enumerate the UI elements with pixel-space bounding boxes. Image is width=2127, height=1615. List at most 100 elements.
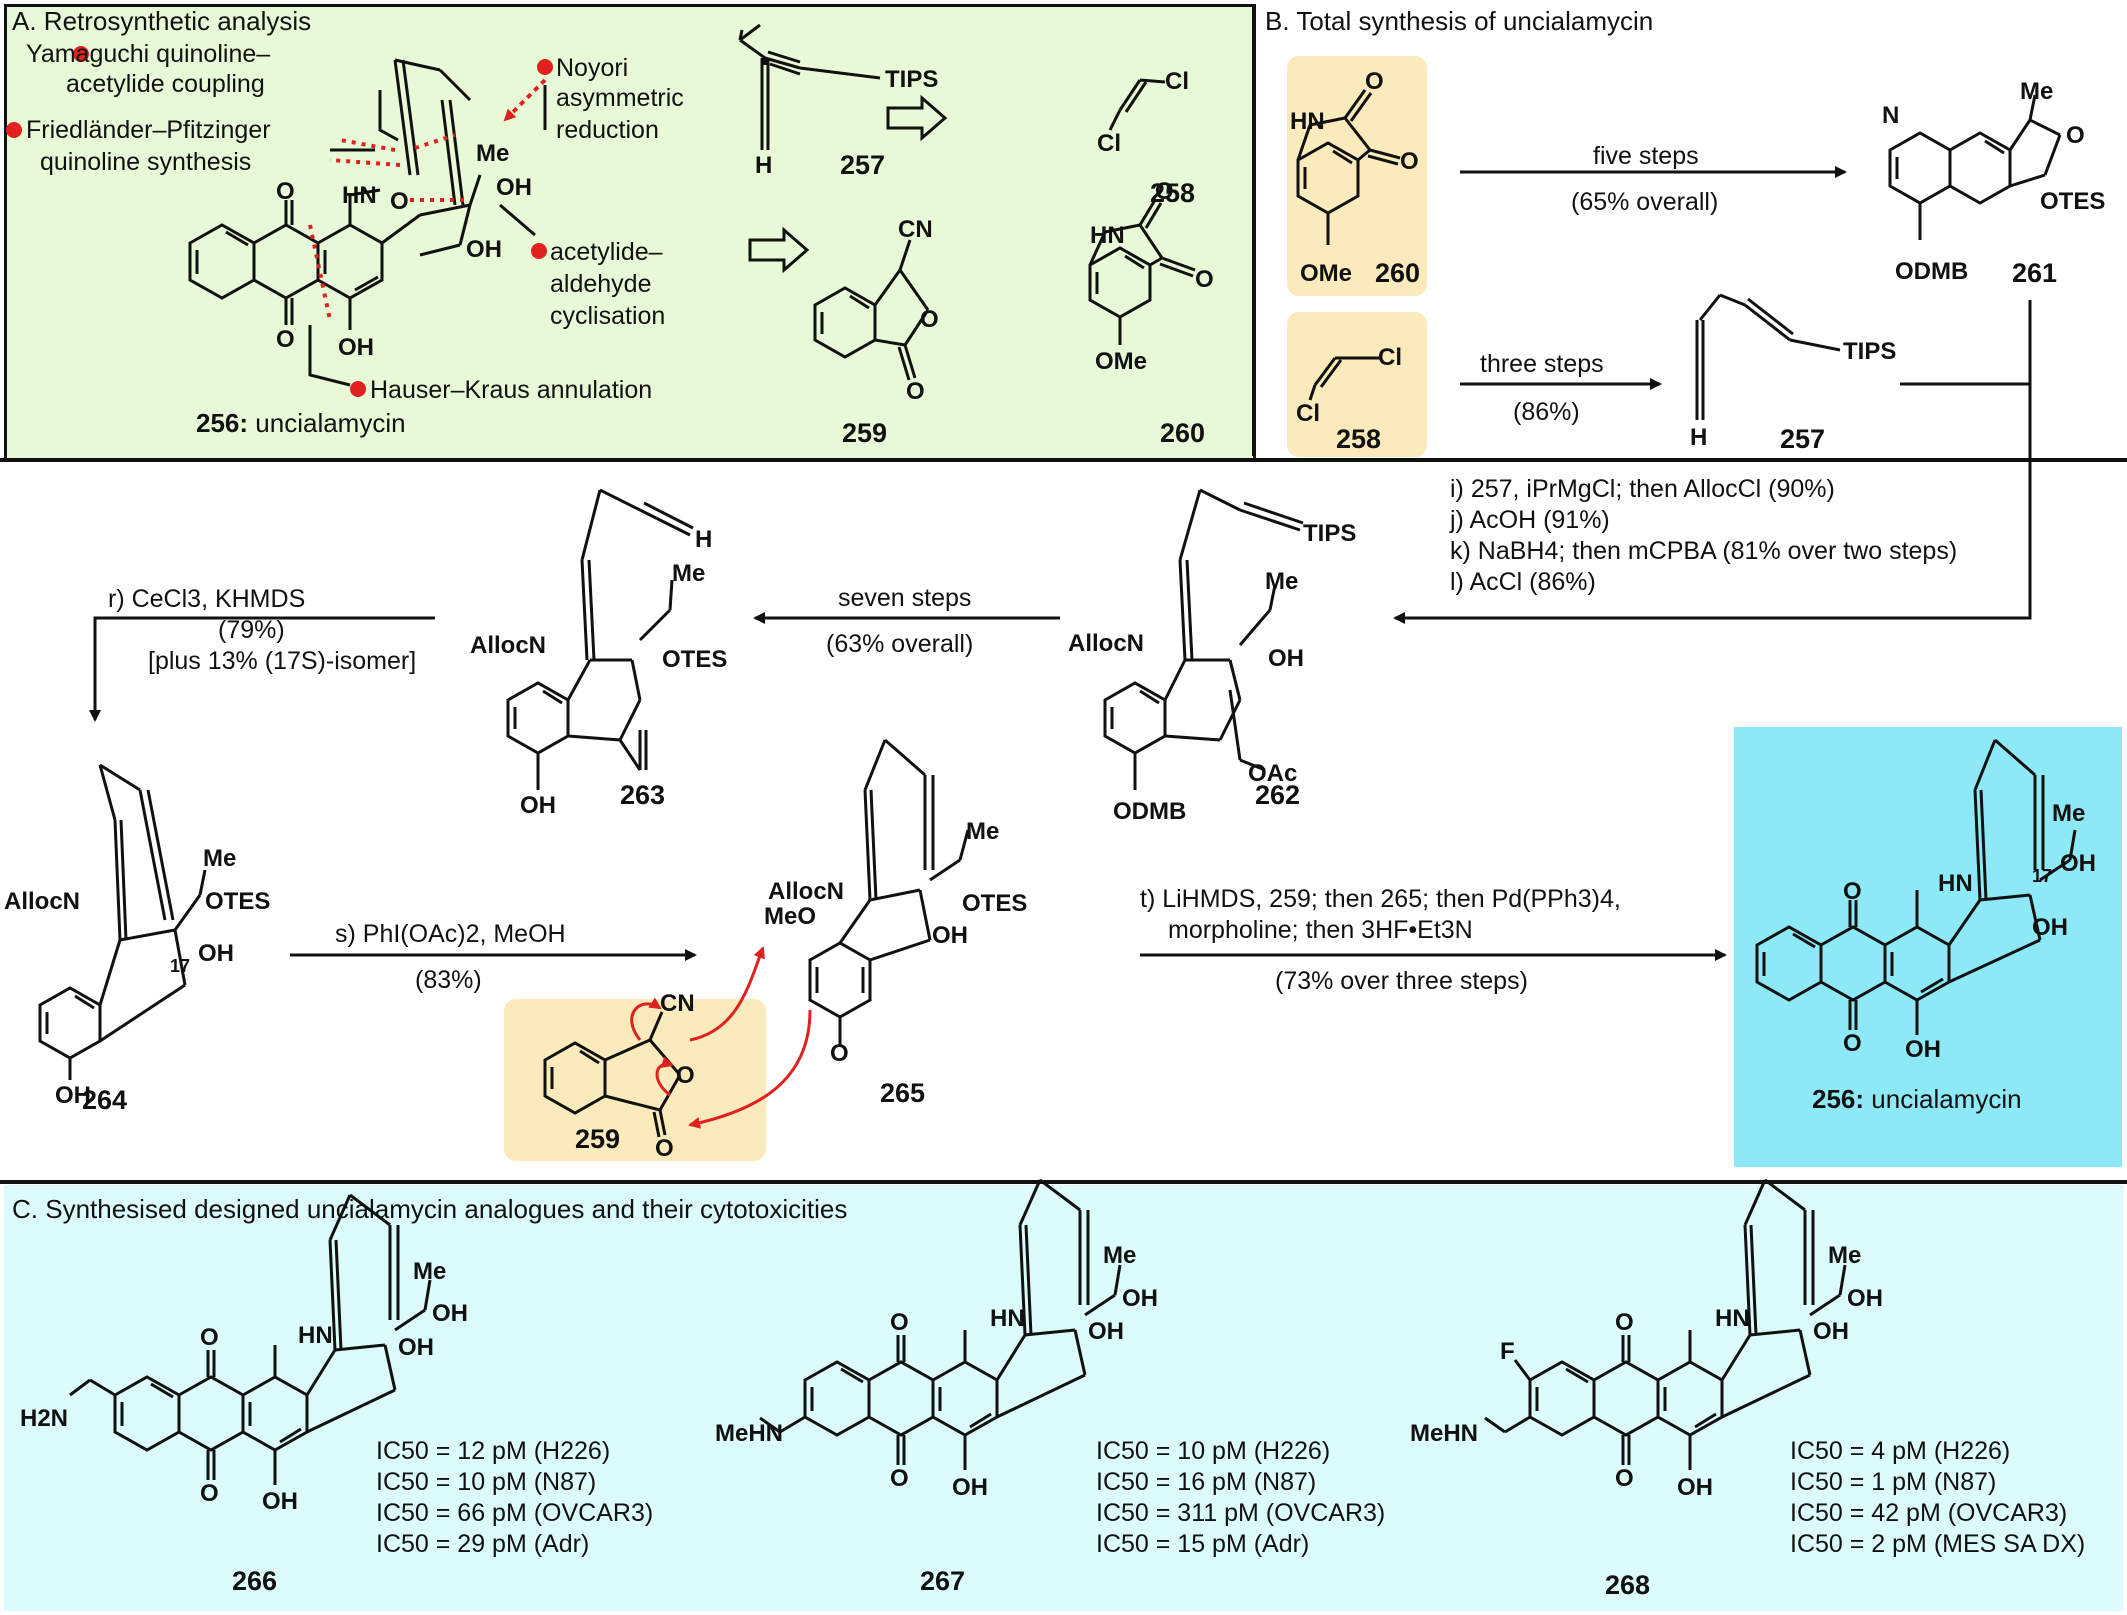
atom-oh-268b: OH [1813, 1318, 1849, 1345]
atom-me-265: Me [966, 818, 1000, 845]
cond-j: j) AcOH (91%) [1450, 506, 1610, 534]
ic50-267-adr: IC50 = 15 pM (Adr) [1096, 1530, 1310, 1558]
compound-263: 263 [620, 780, 666, 810]
compound-261: 261 [2012, 258, 2058, 288]
atom-o-266b: O [200, 1480, 219, 1507]
cond-t-3: (73% over three steps) [1275, 967, 1528, 995]
atom-oh-266a: OH [432, 1300, 468, 1327]
atom-me-a: Me [476, 140, 510, 167]
ic50-266-adr: IC50 = 29 pM (Adr) [376, 1530, 590, 1558]
atom-o-268b: O [1615, 1465, 1634, 1492]
label-yamaguchi-2: acetylide coupling [66, 70, 265, 98]
atom-tips-262: TIPS [1303, 520, 1357, 547]
atom-cl-b2: Cl [1296, 400, 1320, 427]
atom-f-268: F [1500, 1338, 1515, 1365]
target-label-256: 256: uncialamycin [196, 408, 406, 438]
compound-266: 266 [232, 1566, 278, 1596]
label-acetylide-1: acetylide– [550, 238, 663, 266]
compound-262: 262 [1255, 780, 1301, 810]
conditions-r: r) CeCl3, KHMDS (79%) [plus 13% (17S)-is… [108, 584, 416, 677]
atom-me-264: Me [203, 845, 237, 872]
product-highlight [1734, 727, 2122, 1167]
atom-otes-261: OTES [2040, 188, 2106, 215]
cond-r-3: [plus 13% (17S)-isomer] [148, 647, 417, 675]
atom-mehn-267: MeHN [715, 1420, 784, 1447]
cond-t-1: t) LiHMDS, 259; then 265; then Pd(PPh3)4… [1140, 885, 1621, 913]
atom-cl-a2: Cl [1097, 130, 1121, 157]
atom-h-263: H [695, 526, 713, 553]
compound-257-b: 257 [1780, 424, 1826, 454]
atom-oh-264: OH [198, 940, 234, 967]
cond-s-bottom: (83%) [415, 966, 482, 994]
cond-s-top: s) PhI(OAc)2, MeOH [335, 920, 566, 948]
atom-cn-a: CN [898, 216, 933, 243]
atom-h2n-266: H2N [20, 1405, 69, 1432]
atom-hn-267: HN [990, 1305, 1025, 1332]
panel-c-background [4, 1185, 2123, 1611]
atom-oh-266: OH [262, 1488, 298, 1515]
atom-o-260b2: O [1400, 148, 1419, 175]
compound-264: 264 [82, 1085, 128, 1115]
atom-o-268a: O [1615, 1309, 1634, 1336]
structure-264 [38, 763, 207, 1080]
cond-i: i) 257, iPrMgCl; then AllocCl (90%) [1450, 475, 1835, 503]
atom-ome-260a: OMe [1095, 348, 1148, 375]
atom-alloc-262: AllocN [1068, 630, 1145, 657]
ic50-266: IC50 = 12 pM (H226) IC50 = 10 pM (N87) I… [376, 1436, 653, 1560]
panel-b-title: B. Total synthesis of uncialamycin [1265, 6, 1654, 36]
atom-alloc-264: AllocN [4, 888, 81, 915]
atom-cn-259b: CN [660, 990, 695, 1017]
cond-63-overall: (63% overall) [826, 630, 974, 658]
ic50-267-n87: IC50 = 16 pM (N87) [1096, 1468, 1317, 1496]
ic50-266-h226: IC50 = 12 pM (H226) [376, 1437, 611, 1465]
atom-odmb-262: ODMB [1113, 798, 1187, 825]
compound-265: 265 [880, 1078, 926, 1108]
atom-cl-a1: Cl [1165, 68, 1189, 95]
atom-me-262: Me [1265, 568, 1299, 595]
atom-o-260b1: O [1365, 68, 1384, 95]
atom-cl-b1: Cl [1378, 344, 1402, 371]
atom-o-a3: O [390, 188, 409, 215]
atom-tips-a: TIPS [885, 66, 939, 93]
compound-259-a: 259 [842, 418, 888, 448]
cond-65-overall: (65% overall) [1571, 188, 1719, 216]
structure-258-a [1108, 78, 1166, 131]
structure-259-a [813, 239, 930, 381]
atom-oh-a3: OH [466, 236, 502, 263]
compound-259-b: 259 [575, 1124, 621, 1154]
cond-86: (86%) [1513, 398, 1580, 426]
structure-256-retro [188, 58, 482, 330]
structure-265 [808, 738, 970, 1045]
label-noyori-1: Noyori [556, 54, 629, 82]
label-yamaguchi-1: Yamaguchi quinoline– [26, 40, 271, 68]
atom-o-261: O [2066, 122, 2085, 149]
atom-n-261: N [1882, 102, 1900, 129]
structure-268 [1484, 1178, 1847, 1470]
atom-oh-264b: OH [55, 1082, 91, 1109]
divider-bottom [0, 1180, 2127, 1184]
atom-hn-260a: HN [1090, 222, 1125, 249]
atom-o-267b: O [890, 1465, 909, 1492]
ic50-267: IC50 = 10 pM (H226) IC50 = 16 pM (N87) I… [1096, 1436, 1385, 1560]
atom-o-256b: O [1843, 1030, 1862, 1057]
atom-otes-264: OTES [205, 888, 271, 915]
cond-three-steps: three steps [1480, 350, 1604, 378]
atom-me-267: Me [1103, 1242, 1137, 1269]
atom-alloc-265: AllocN [768, 878, 845, 905]
structure-260-a [1088, 199, 1196, 345]
atom-hn-266: HN [298, 1322, 333, 1349]
atom-hn-268: HN [1715, 1305, 1750, 1332]
atom-oh-268: OH [1677, 1474, 1713, 1501]
atom-oh-a2: OH [496, 174, 532, 201]
atom-oh-256b: OH [2032, 914, 2068, 941]
atom-o-267a: O [890, 1309, 909, 1336]
atom-tips-b: TIPS [1843, 338, 1897, 365]
atom-oh-267a: OH [1122, 1285, 1158, 1312]
structure-267 [759, 1178, 1122, 1470]
ic50-266-n87: IC50 = 10 pM (N87) [376, 1468, 597, 1496]
atom-o-260a1: O [1155, 178, 1174, 205]
panel-a-title: A. Retrosynthetic analysis [12, 6, 312, 36]
atom-hn-260b: HN [1290, 108, 1325, 135]
atom-me-256: Me [2052, 800, 2086, 827]
